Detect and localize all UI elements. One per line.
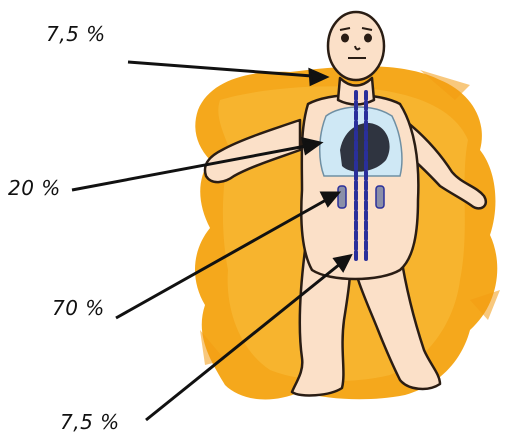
- label-legs-percent: 7,5 %: [60, 410, 120, 434]
- label-head-percent: 7,5 %: [46, 22, 106, 46]
- label-abdomen-percent: 70 %: [52, 296, 105, 320]
- right-kidney-icon: [376, 186, 384, 208]
- left-kidney-icon: [338, 186, 346, 208]
- label-chest-percent: 20 %: [8, 176, 61, 200]
